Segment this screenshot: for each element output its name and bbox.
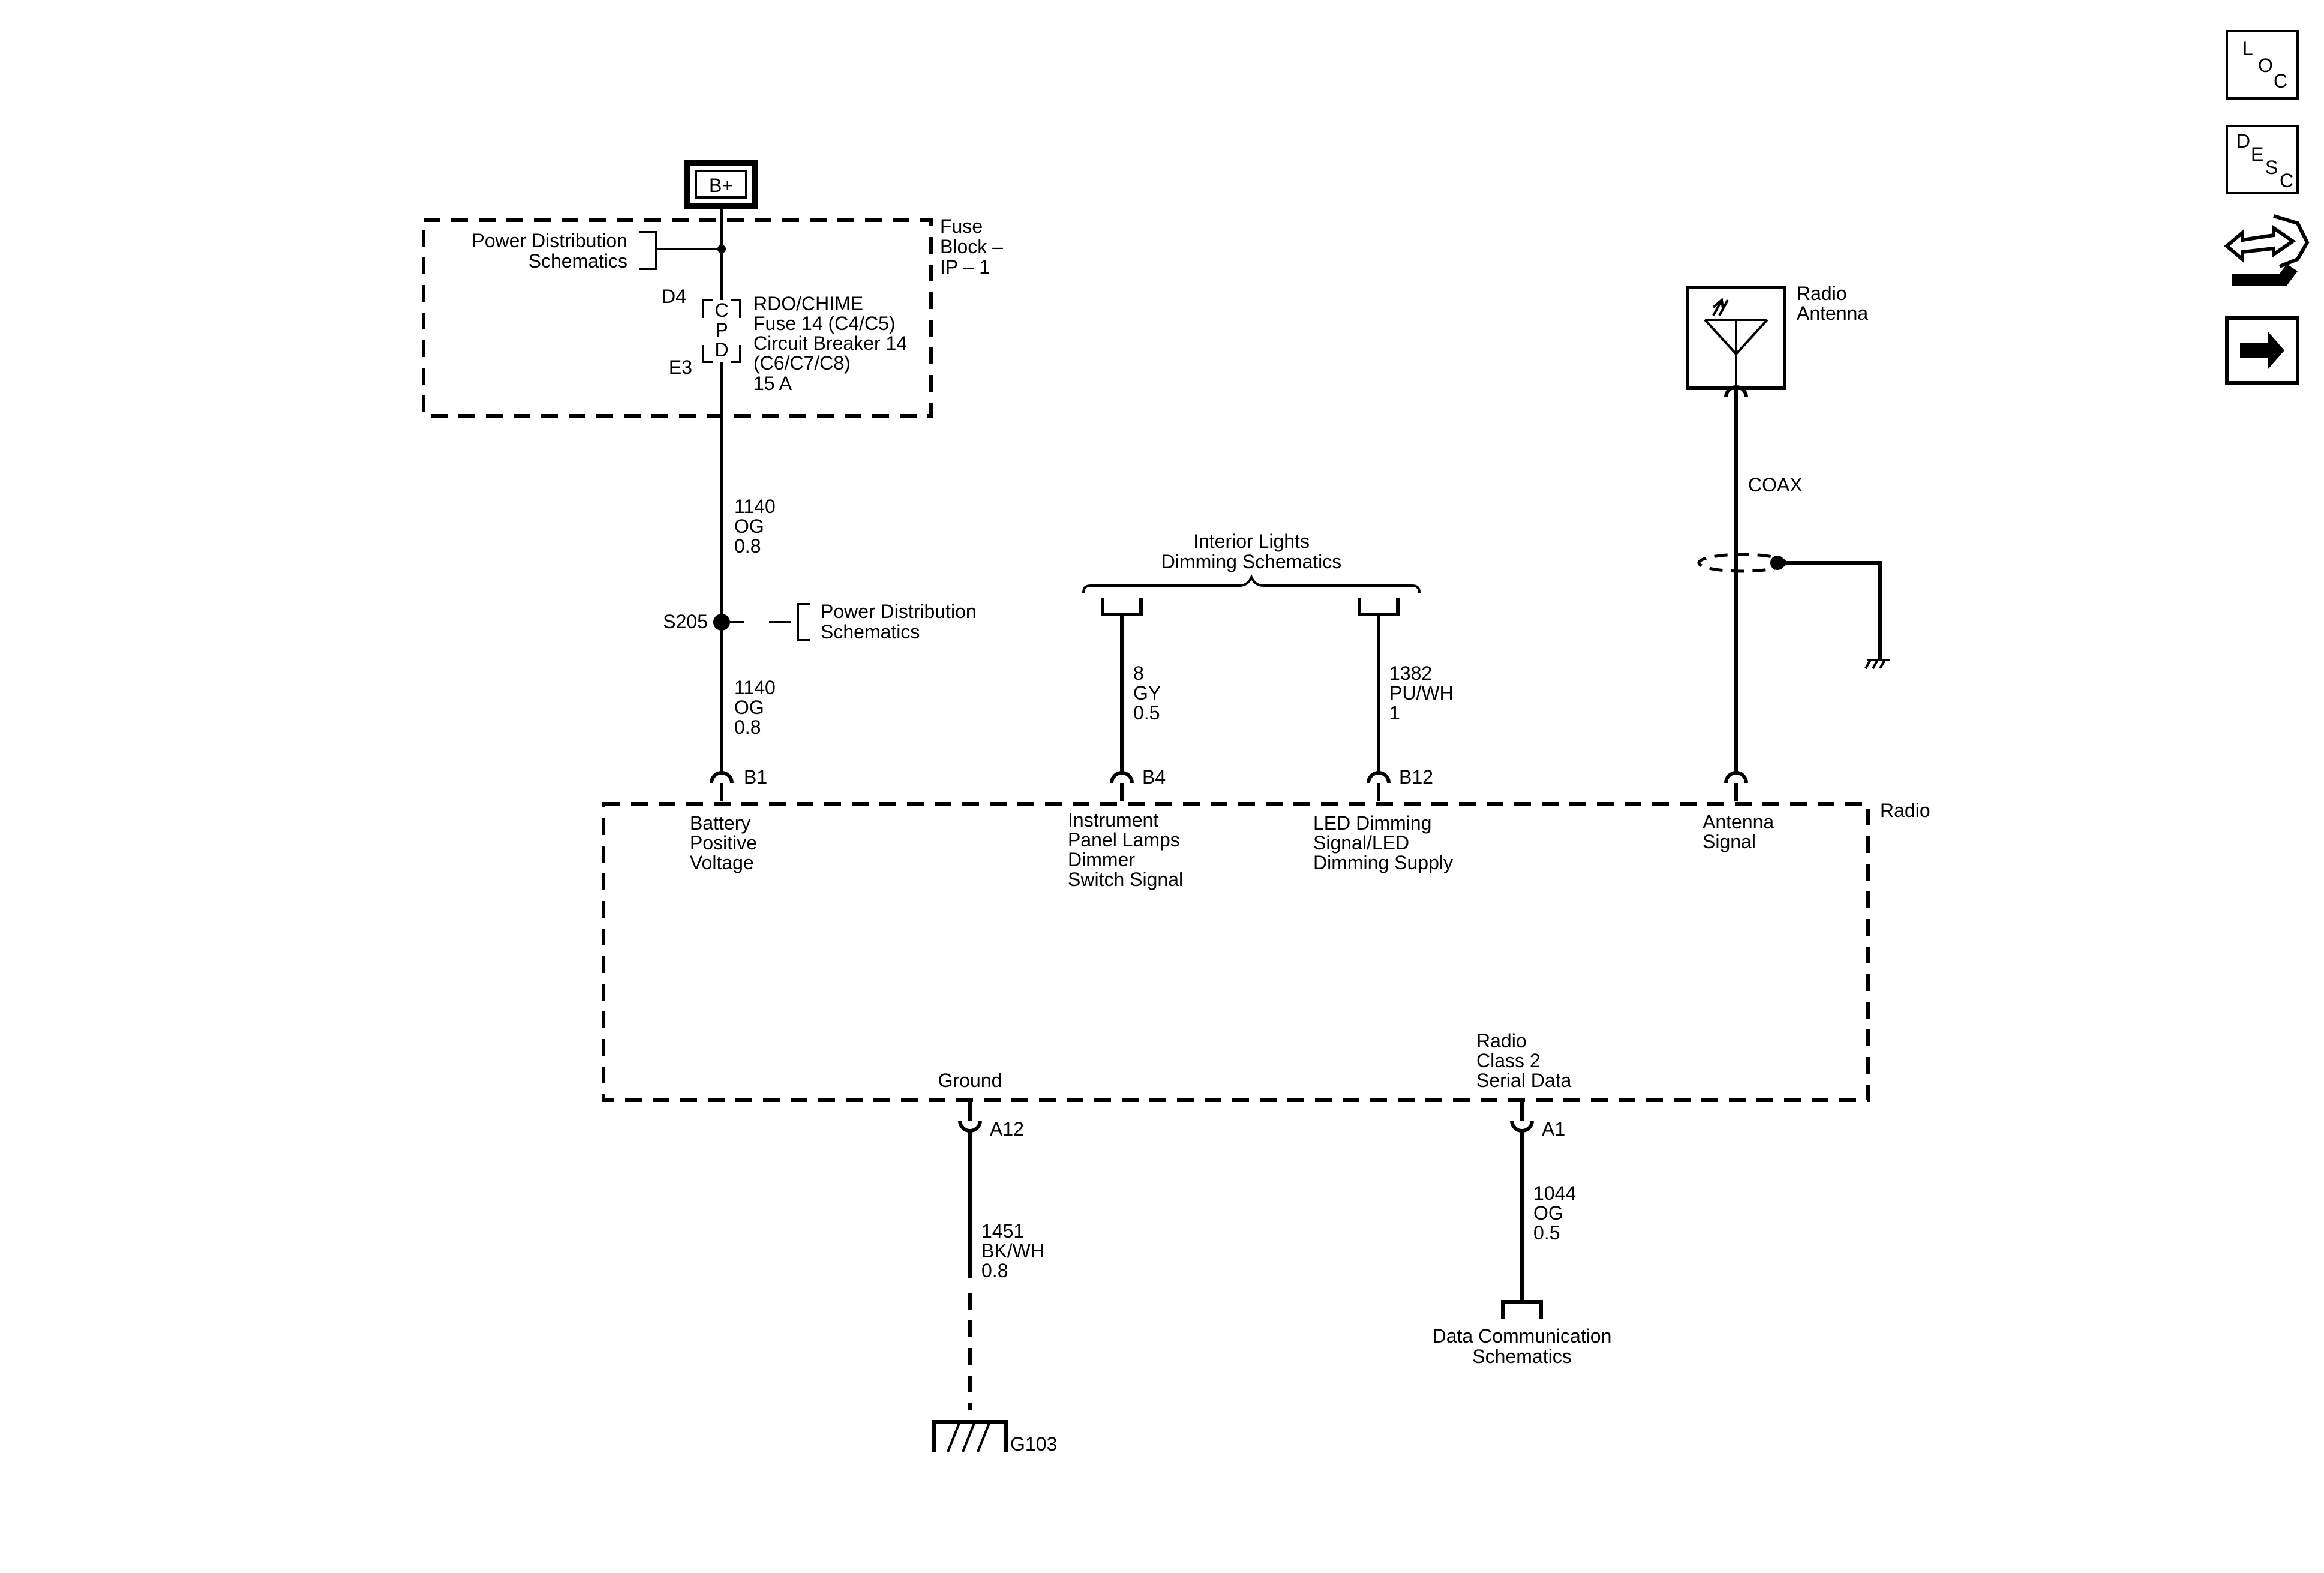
- wire-8-circuit: 8: [1133, 662, 1144, 684]
- desc-c: C: [2280, 170, 2293, 191]
- pin-b1: B1: [744, 766, 767, 788]
- desc-e: E: [2251, 143, 2263, 165]
- wire-1044-gauge: 0.5: [1533, 1222, 1560, 1244]
- desc-d: D: [2236, 130, 2250, 152]
- wire-1382-gauge: 1: [1389, 702, 1400, 724]
- cpd-d: D: [714, 339, 728, 361]
- func-b12-3: Dimming Supply: [1313, 852, 1453, 873]
- wire-1140-lower-color: OG: [734, 697, 764, 718]
- wire-1140-lower-circuit: 1140: [734, 677, 776, 698]
- func-ground: Ground: [938, 1070, 1002, 1091]
- chassis-ground-icon: [1864, 659, 1890, 669]
- func-b12-1: LED Dimming: [1313, 812, 1431, 834]
- fuse-desc-1: RDO/CHIME: [753, 293, 863, 314]
- func-b12-2: Signal/LED: [1313, 832, 1409, 854]
- fuse-block-name-2: Block –: [940, 236, 1003, 257]
- radio-module-box: [602, 802, 1870, 1102]
- func-ant-1: Antenna: [1703, 811, 1774, 833]
- fuse-desc-4: (C6/C7/C8): [753, 352, 851, 374]
- func-b1-3: Voltage: [690, 852, 754, 873]
- fuse-pin-e3: E3: [669, 356, 692, 378]
- func-b4-3: Dimmer: [1068, 849, 1135, 870]
- ground-g103-icon: [932, 1420, 1008, 1452]
- fuse-pd-ref-2: Schematics: [529, 250, 627, 272]
- fuse-desc-3: Circuit Breaker 14: [753, 332, 907, 354]
- func-serial-1: Radio: [1476, 1030, 1527, 1052]
- splice-ref-1: Power Distribution: [821, 601, 977, 622]
- connector-a12: [958, 1101, 982, 1133]
- func-b4-4: Switch Signal: [1068, 869, 1183, 890]
- func-b1-2: Positive: [690, 832, 757, 854]
- pin-a12: A12: [990, 1118, 1024, 1140]
- pin-a1: A1: [1542, 1118, 1565, 1140]
- fuse-desc-2: Fuse 14 (C4/C5): [753, 313, 896, 334]
- splice-ref-2: Schematics: [821, 621, 920, 643]
- connector-b12: [1367, 771, 1391, 801]
- desc-button[interactable]: D E S C: [2226, 125, 2299, 194]
- next-arrow-icon[interactable]: [2225, 316, 2299, 385]
- func-serial-3: Serial Data: [1476, 1070, 1572, 1091]
- wire-8-color: GY: [1133, 682, 1161, 704]
- radio-antenna-symbol: [1686, 286, 1786, 390]
- data-comm-ref-2: Schematics: [1472, 1346, 1571, 1367]
- battery-label: B+: [709, 175, 733, 196]
- battery-symbol: B+: [684, 160, 758, 209]
- wire-1140-upper-color: OG: [734, 515, 764, 537]
- fuse-cpd-symbol: C P D: [702, 299, 741, 363]
- interior-lights-2: Dimming Schematics: [1161, 551, 1342, 572]
- func-serial-2: Class 2: [1476, 1050, 1541, 1071]
- fuse-block-name-3: IP – 1: [940, 256, 990, 278]
- cpd-c: C: [714, 299, 728, 321]
- wire-1451-color: BK/WH: [981, 1240, 1044, 1262]
- loc-o: O: [2258, 55, 2273, 76]
- func-ant-2: Signal: [1703, 831, 1756, 852]
- wire-8-gauge: 0.5: [1133, 702, 1160, 724]
- wire-1382-color: PU/WH: [1389, 682, 1454, 704]
- coax-label: COAX: [1748, 474, 1803, 496]
- wire-1451-circuit: 1451: [981, 1220, 1024, 1242]
- wire-1044-color: OG: [1533, 1202, 1563, 1224]
- splice-s205: [713, 614, 730, 631]
- fuse-pin-d4: D4: [662, 286, 686, 307]
- wire-1451-gauge: 0.8: [981, 1260, 1008, 1281]
- wire-1382-circuit: 1382: [1389, 662, 1432, 684]
- desc-s: S: [2265, 157, 2278, 178]
- splice-label: S205: [663, 611, 708, 632]
- func-b4-2: Panel Lamps: [1068, 829, 1180, 851]
- wire-1044-circuit: 1044: [1533, 1182, 1576, 1204]
- wire-1140-upper-circuit: 1140: [734, 496, 776, 517]
- loc-l: L: [2242, 38, 2253, 59]
- wire-1140-lower-gauge: 0.8: [734, 716, 761, 738]
- func-b4-1: Instrument: [1068, 809, 1158, 831]
- loc-button[interactable]: L O C: [2226, 30, 2299, 100]
- data-comm-ref-1: Data Communication: [1433, 1325, 1612, 1347]
- radio-label: Radio: [1880, 800, 1930, 821]
- ground-label: G103: [1010, 1433, 1057, 1455]
- loc-c: C: [2274, 70, 2287, 92]
- func-b1-1: Battery: [690, 812, 750, 834]
- connector-icon[interactable]: [2224, 214, 2310, 286]
- connector-b4: [1110, 771, 1134, 801]
- pin-b4: B4: [1142, 766, 1166, 788]
- antenna-label-2: Antenna: [1797, 302, 1868, 324]
- connector-a1: [1510, 1101, 1534, 1133]
- fuse-pd-ref-1: Power Distribution: [472, 230, 627, 251]
- cpd-p: P: [715, 319, 728, 341]
- antenna-label-1: Radio: [1797, 283, 1847, 304]
- wire-1140-upper-gauge: 0.8: [734, 535, 761, 557]
- fuse-block-name-1: Fuse: [940, 215, 983, 237]
- fuse-block-box: [422, 218, 933, 418]
- connector-antenna: [1724, 771, 1748, 801]
- pin-b12: B12: [1399, 766, 1433, 788]
- interior-lights-1: Interior Lights: [1193, 530, 1310, 552]
- connector-b1: [710, 771, 734, 801]
- fuse-desc-5: 15 A: [753, 373, 792, 394]
